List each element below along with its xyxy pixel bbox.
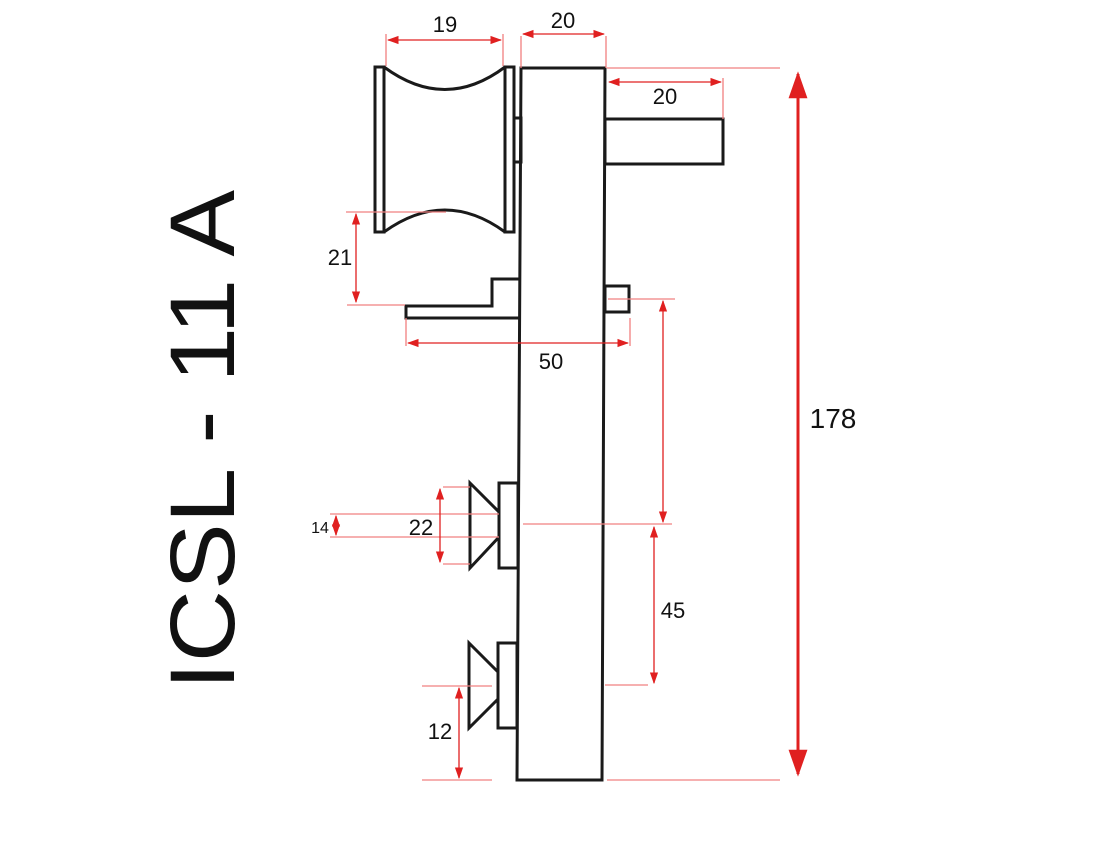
left-bracket (404, 277, 520, 320)
part-outline (373, 65, 725, 782)
dim-total-height: 178 (810, 403, 857, 434)
dim-body-width: 20 (551, 8, 575, 33)
dimension-labels: 19 20 20 21 50 178 45 14 22 12 (311, 8, 856, 744)
extension-lines (330, 34, 780, 781)
product-code-title: ICSL - 11 A (152, 189, 254, 690)
dim-cup-outer: 22 (409, 515, 433, 540)
suction-cup-upper (468, 479, 501, 572)
dim-bracket-span: 50 (539, 349, 563, 374)
dim-roller-width: 19 (433, 12, 457, 37)
dim-bracket-offset: 21 (328, 245, 352, 270)
dimension-lines (331, 29, 808, 780)
roller-profile-top (383, 65, 506, 91)
dim-cup-inner: 14 (311, 520, 329, 537)
dim-arm-length: 20 (653, 84, 677, 109)
dim-cup-spacing: 45 (661, 598, 685, 623)
cup-plate-lower (496, 641, 519, 730)
main-body (515, 66, 607, 782)
roller-spacer (512, 116, 523, 164)
cup-plate-upper (497, 481, 520, 570)
roller-left-flange (373, 65, 386, 234)
roller-profile-bottom (383, 208, 506, 234)
right-arm (603, 117, 725, 166)
dim-bottom-offset: 12 (428, 719, 452, 744)
